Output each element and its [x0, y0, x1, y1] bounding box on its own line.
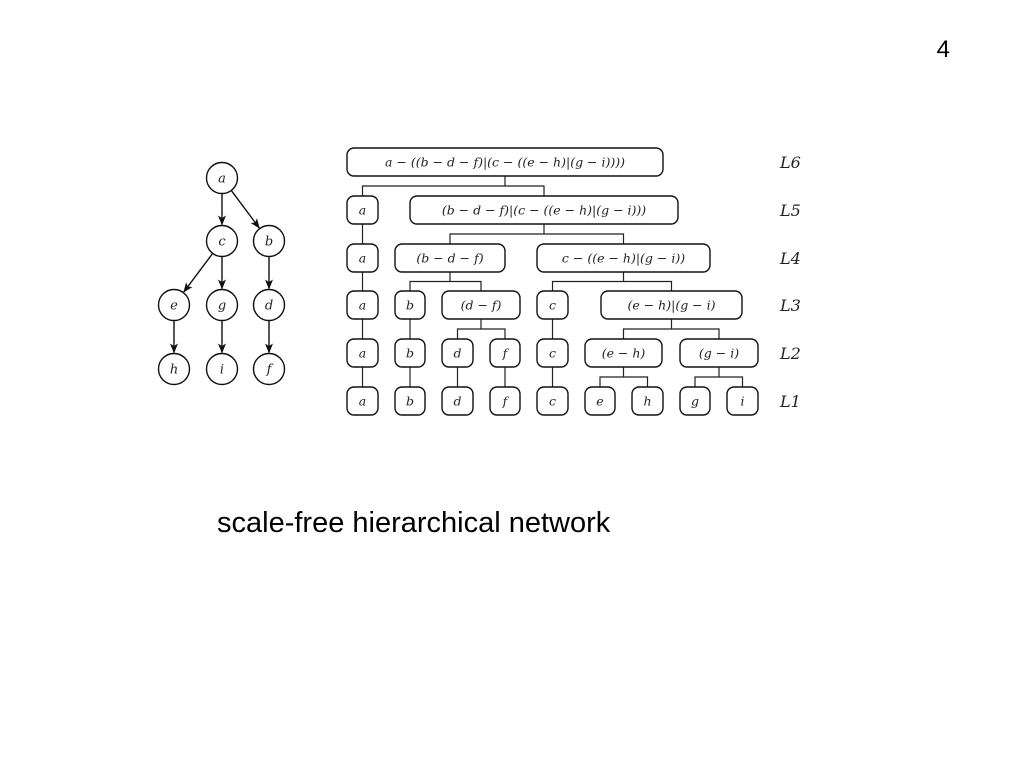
tree-box-label: (b − d − f)|(c − ((e − h)|(g − i)))	[442, 203, 646, 218]
tree-box-label: c	[549, 346, 556, 361]
graph-node-d	[252, 288, 286, 322]
graph-node-label: f	[266, 363, 274, 378]
tree-box-label: a	[359, 298, 366, 313]
tree-box	[679, 338, 759, 368]
graph-node-label: g	[218, 299, 226, 314]
tree-box-label: b	[406, 394, 414, 409]
tree-connector	[456, 319, 506, 339]
graph-node-g	[205, 288, 239, 322]
tree-box	[346, 386, 379, 416]
tree-box	[346, 290, 379, 320]
tree-connector	[599, 367, 649, 387]
graph-node-label: a	[218, 172, 226, 187]
graph-node-i	[205, 352, 239, 386]
slide-caption: scale-free hierarchical network	[217, 507, 611, 539]
graph-node-label: h	[170, 363, 178, 378]
graph-node-f	[252, 352, 286, 386]
tree-box-label: b	[406, 298, 414, 313]
level-label: L2	[779, 344, 801, 363]
tree-box	[346, 338, 379, 368]
page-number: 4	[936, 36, 950, 63]
tree-box	[584, 338, 663, 368]
tree-box-label: f	[502, 346, 510, 361]
graph-node-label: i	[220, 363, 224, 378]
tree-box	[489, 338, 521, 368]
graph-node-e	[157, 288, 191, 322]
graph-edge-c-e	[183, 252, 214, 293]
tree-box-label: c − ((e − h)|(g − i))	[562, 251, 685, 266]
tree-box	[346, 243, 379, 273]
tree-box-label: h	[643, 394, 651, 409]
tree-box	[536, 338, 569, 368]
tree-box-label: a	[359, 394, 366, 409]
tree-box	[441, 386, 474, 416]
tree-box-label: d	[453, 394, 461, 409]
tree-box-label: (b − d − f)	[416, 251, 483, 266]
tree-box	[679, 386, 711, 416]
tree-box-label: (e − h)|(g − i)	[627, 298, 715, 313]
tree-box	[394, 243, 506, 273]
hierarchy-tree: a − ((b − d − f)|(c − ((e − h)|(g − i)))…	[346, 147, 801, 416]
level-label: L1	[779, 392, 801, 411]
level-label: L5	[779, 201, 801, 220]
tree-box	[536, 243, 711, 273]
tree-box-label: a	[359, 251, 366, 266]
tree-box-label: c	[549, 298, 556, 313]
tree-box-label: d	[453, 346, 461, 361]
graph-node-label: d	[265, 299, 273, 314]
tree-box	[441, 290, 521, 320]
graph-node-label: c	[218, 235, 226, 250]
tree-box	[536, 386, 569, 416]
tree-box	[489, 386, 521, 416]
tree-box-label: e	[596, 394, 603, 409]
tree-box	[584, 386, 616, 416]
tree-connector	[409, 272, 482, 291]
directed-graph: a c b e g d h i f	[157, 161, 286, 386]
tree-box	[631, 386, 664, 416]
tree-box	[394, 386, 426, 416]
graph-node-label: b	[265, 235, 273, 250]
tree-box-label: g	[691, 394, 699, 409]
tree-connector	[449, 224, 625, 244]
tree-connector	[551, 272, 673, 291]
tree-box	[726, 386, 759, 416]
tree-box	[346, 195, 379, 225]
tree-box-label: f	[502, 394, 510, 409]
tree-box-label: (d − f)	[461, 298, 502, 313]
tree-connector	[361, 176, 545, 196]
graph-node-a	[205, 161, 239, 195]
tree-box-label: b	[406, 346, 414, 361]
level-label: L6	[779, 153, 801, 172]
tree-box-label: a	[359, 346, 366, 361]
tree-box	[394, 338, 426, 368]
tree-box	[394, 290, 426, 320]
graph-node-c	[205, 224, 239, 258]
tree-box	[600, 290, 743, 320]
graph-node-b	[252, 224, 286, 258]
tree-box	[441, 338, 474, 368]
tree-box-label: a − ((b − d − f)|(c − ((e − h)|(g − i)))…	[385, 155, 625, 170]
tree-connector	[694, 367, 744, 387]
tree-box-label: i	[741, 394, 745, 409]
graph-node-label: e	[170, 299, 178, 314]
tree-box	[409, 195, 679, 225]
tree-box-label: (g − i)	[699, 346, 739, 361]
tree-box	[346, 147, 664, 177]
tree-box-label: (e − h)	[602, 346, 646, 361]
tree-connector	[622, 319, 720, 339]
tree-box-label: c	[549, 394, 556, 409]
graph-edge-a-b	[230, 190, 260, 229]
tree-box	[536, 290, 569, 320]
level-label: L3	[779, 296, 801, 315]
graph-node-h	[157, 352, 191, 386]
level-label: L4	[779, 249, 801, 268]
tree-box-label: a	[359, 203, 366, 218]
